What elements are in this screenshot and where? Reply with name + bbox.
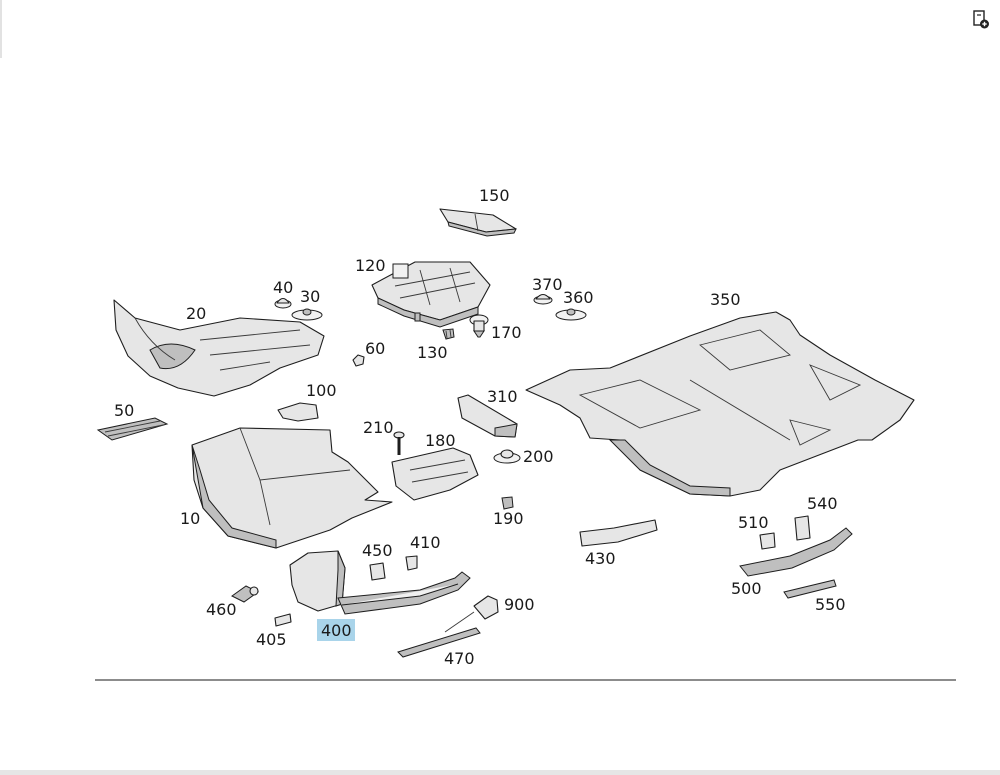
part-500[interactable] [739,527,853,577]
part-540[interactable] [794,515,811,541]
part-180[interactable] [391,447,479,501]
part-310[interactable] [457,394,518,438]
callout-460[interactable]: 460 [206,600,237,619]
callout-360[interactable]: 360 [563,288,594,307]
callout-130[interactable]: 130 [417,343,448,362]
callout-310[interactable]: 310 [487,387,518,406]
part-550[interactable] [783,579,837,599]
callout-120[interactable]: 120 [355,256,386,275]
callout-400[interactable]: 400 [321,621,352,640]
part-190[interactable] [501,496,514,510]
part-20[interactable] [113,299,325,397]
callout-450[interactable]: 450 [362,541,393,560]
callout-200[interactable]: 200 [523,447,554,466]
part-210[interactable] [393,431,405,455]
callout-370[interactable]: 370 [532,275,563,294]
part-40[interactable] [274,297,292,309]
part-460[interactable] [231,585,259,603]
part-60[interactable] [352,354,365,367]
callout-180[interactable]: 180 [425,431,456,450]
part-450[interactable] [369,562,386,581]
left-panel-edge [0,0,2,58]
part-405[interactable] [274,613,292,627]
part-50[interactable] [96,417,169,441]
callout-405[interactable]: 405 [256,630,287,649]
part-470[interactable] [397,627,481,658]
part-170[interactable] [469,314,489,338]
callout-40[interactable]: 40 [273,278,293,297]
bottom-scroll-strip [0,770,1000,775]
part-360[interactable] [555,308,587,321]
callout-170[interactable]: 170 [491,323,522,342]
callout-510[interactable]: 510 [738,513,769,532]
callout-150[interactable]: 150 [479,186,510,205]
callout-430[interactable]: 430 [585,549,616,568]
callout-470[interactable]: 470 [444,649,475,668]
part-430[interactable] [579,519,658,547]
callout-labels: 150 120 40 30 370 360 350 20 170 60 130 … [114,186,846,668]
part-120[interactable] [371,261,491,328]
part-sill-plate[interactable] [337,571,471,615]
callout-210[interactable]: 210 [363,418,394,437]
callout-900[interactable]: 900 [504,595,535,614]
part-30[interactable] [291,308,323,321]
callout-50[interactable]: 50 [114,401,134,420]
part-100[interactable] [277,402,319,422]
callout-350[interactable]: 350 [710,290,741,309]
part-370[interactable] [533,293,553,305]
part-410[interactable] [405,555,418,571]
callout-550[interactable]: 550 [815,595,846,614]
part-10[interactable] [191,427,393,549]
part-900[interactable] [444,595,499,633]
selected-callout-highlight [317,619,355,641]
page-add-icon [973,10,989,29]
callout-30[interactable]: 30 [300,287,320,306]
callout-540[interactable]: 540 [807,494,838,513]
callout-500[interactable]: 500 [731,579,762,598]
page-action-button[interactable] [970,8,992,30]
part-400[interactable] [289,550,346,612]
part-350[interactable] [525,311,915,497]
part-130[interactable] [442,328,455,340]
part-200[interactable] [493,449,521,464]
part-510[interactable] [759,532,776,550]
part-150[interactable] [439,208,517,237]
callout-190[interactable]: 190 [493,509,524,528]
callout-10[interactable]: 10 [180,509,200,528]
callout-410[interactable]: 410 [410,533,441,552]
callout-60[interactable]: 60 [365,339,385,358]
callout-20[interactable]: 20 [186,304,206,323]
callout-100[interactable]: 100 [306,381,337,400]
